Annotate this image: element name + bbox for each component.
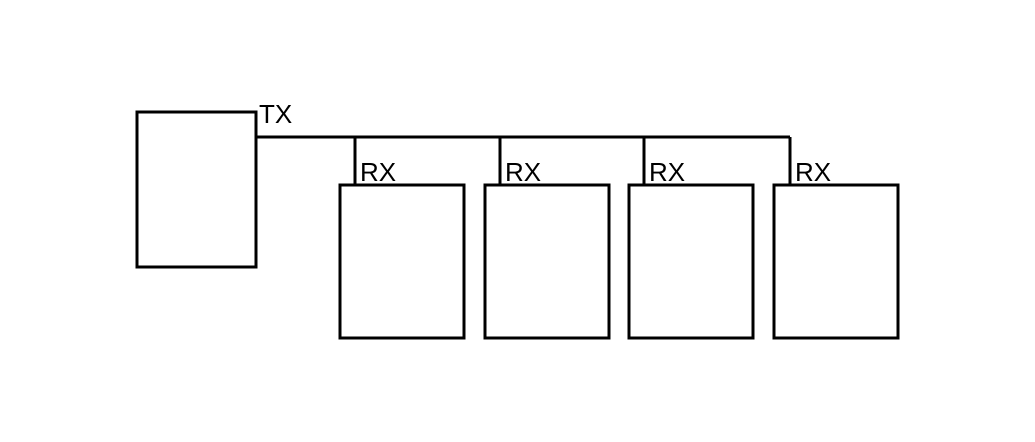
receiver-box-4 <box>772 183 900 340</box>
receiver-label-2: RX <box>505 157 541 187</box>
receiver-box-3 <box>627 183 755 340</box>
transmitter-label: TX <box>259 99 292 129</box>
receiver-label-4: RX <box>795 157 831 187</box>
transmitter-box <box>135 110 258 269</box>
receiver-box-1 <box>338 183 466 340</box>
receiver-label-3: RX <box>649 157 685 187</box>
receiver-label-1: RX <box>360 157 396 187</box>
receiver-box-2 <box>483 183 611 340</box>
